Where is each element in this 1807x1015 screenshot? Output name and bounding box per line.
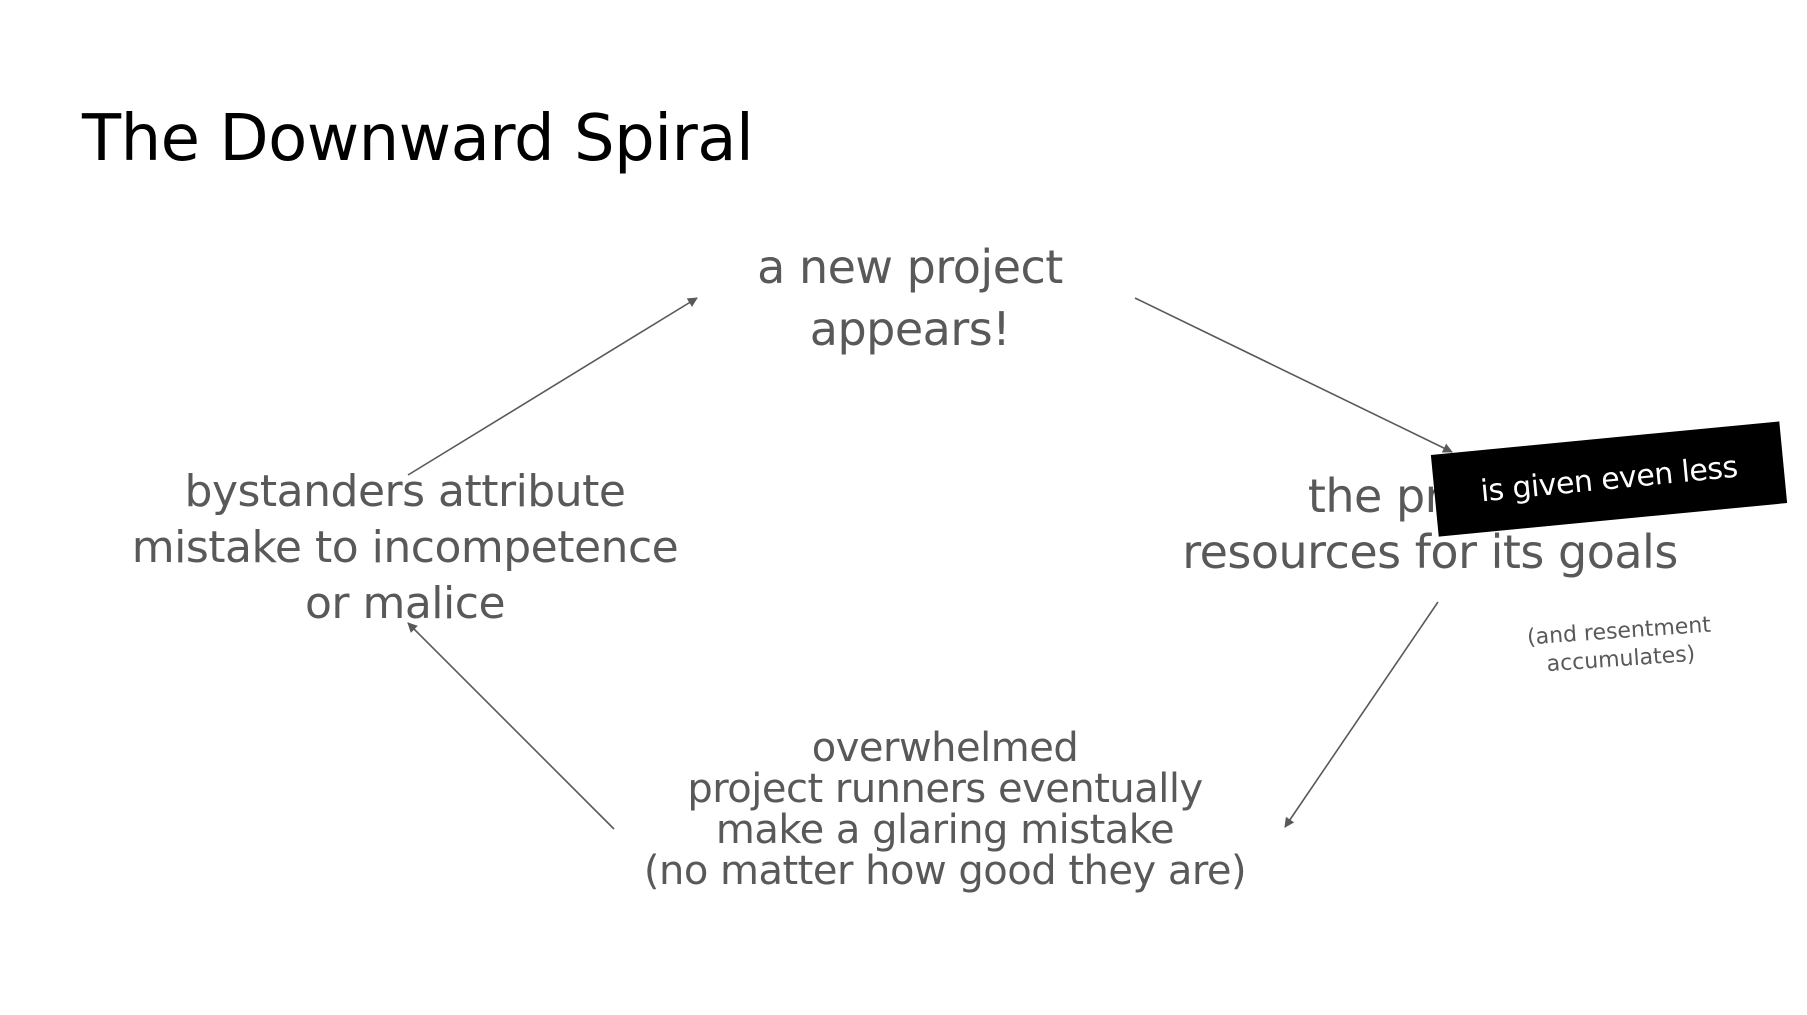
node-text-line: make a glaring mistake [715,807,1175,853]
node-glaring-mistake: overwhelmed project runners eventually m… [640,728,1250,892]
overlay-label-text: is given even less [1478,449,1740,509]
node-text-line: or malice [304,578,506,629]
arrow-left-to-top [407,297,698,476]
node-text-line: overwhelmed [811,725,1079,771]
arrow-right-to-bottom [1284,601,1439,828]
slide-title: The Downward Spiral [82,102,754,176]
node-new-project: a new project appears! [740,236,1080,360]
node-text-line: mistake to incompetence [131,522,679,573]
node-bystanders-attribute: bystanders attribute mistake to incompet… [120,464,690,632]
node-text-line: resources for its goals [1182,525,1678,579]
arrow-bottom-to-left [407,622,615,830]
node-text-line: (no matter how good they are) [643,848,1247,894]
node-text-line: a new project [757,240,1063,294]
node-text-line: appears! [809,302,1011,356]
node-text-line: bystanders attribute [184,466,626,517]
arrow-top-to-right [1134,297,1453,453]
node-text-line: project runners eventually [687,766,1203,812]
